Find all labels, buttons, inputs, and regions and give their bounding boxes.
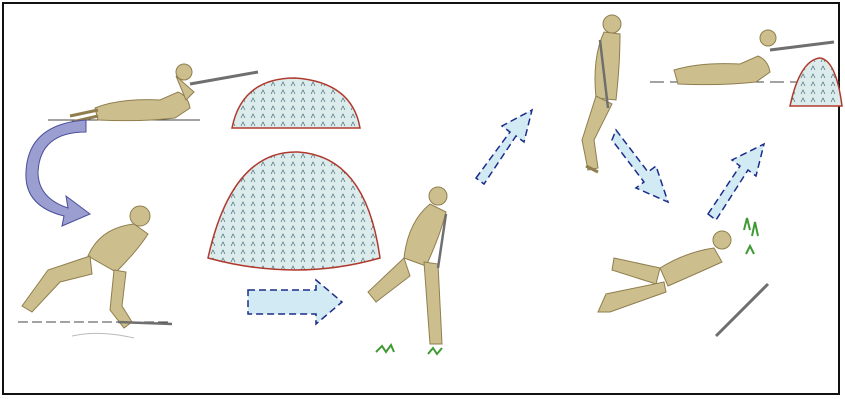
cover-mound-large [208,152,380,270]
soldier-sprinting [368,187,447,354]
cover-mound-small-right [790,58,842,106]
arrow-drop-down [612,130,668,202]
arrow-advance-up-right [708,144,764,220]
soldier-prone-firing-left [70,64,258,122]
arrow-sprint-forward [248,280,342,324]
soldier-crouch-left [22,206,172,338]
soldier-dropping-prone [598,218,768,336]
cover-mound-small-top [232,78,360,128]
arrow-advance-up [476,110,532,184]
curved-arrow-rise [26,120,90,226]
soldier-running-upright [582,15,621,172]
